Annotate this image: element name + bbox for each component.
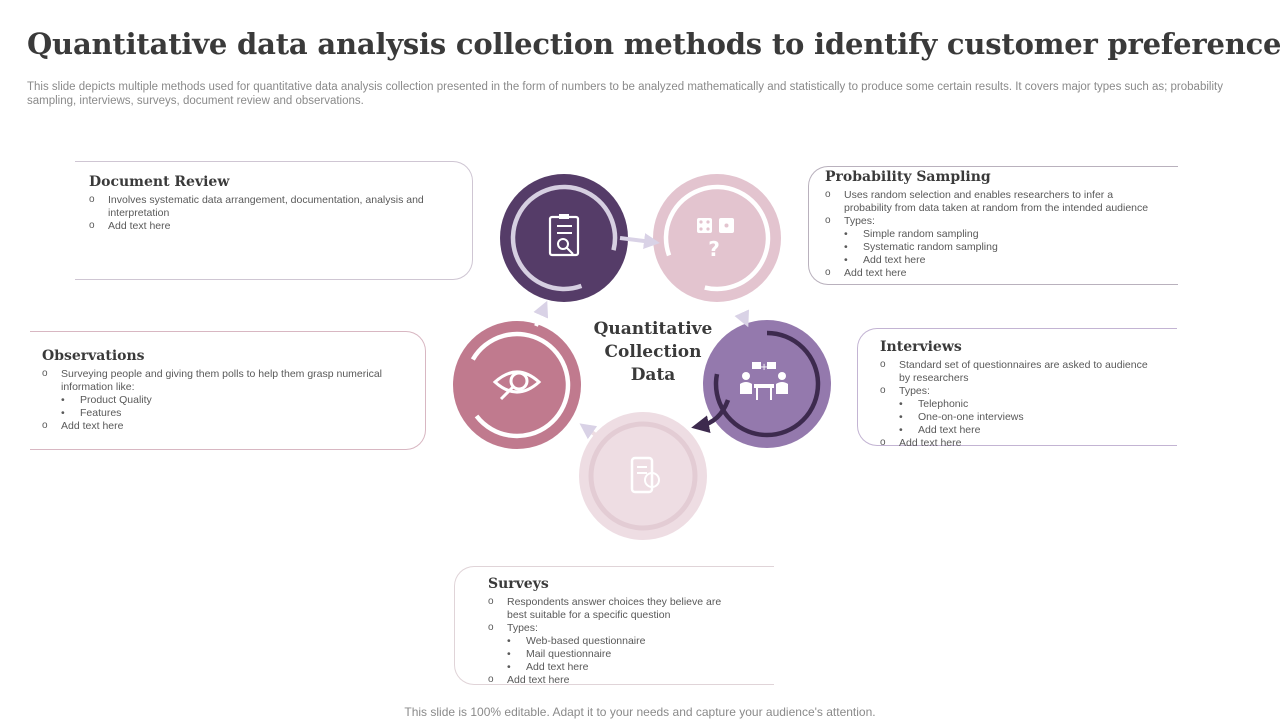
surveys-title: Surveys: [488, 576, 549, 592]
list-subitem: Mail questionnaire: [488, 648, 741, 661]
interviews-title: Interviews: [880, 339, 962, 355]
eye-search-icon: [492, 370, 542, 401]
observations-circle: [453, 321, 581, 449]
document-review-node: [500, 174, 628, 302]
observations-list: Surveying people and giving them polls t…: [42, 367, 413, 433]
surveys-circle: [579, 412, 707, 540]
list-subitem: Telephonic: [880, 398, 1155, 411]
list-subitem: Product Quality: [42, 394, 413, 407]
arrow-int-to-surv: [691, 399, 731, 434]
footer-note: This slide is 100% editable. Adapt it to…: [404, 705, 876, 719]
dice-question-icon: ?: [697, 218, 734, 261]
arrow-surv-to-obs: [579, 423, 602, 440]
clipboard-search-icon: [548, 214, 580, 257]
center-label: Quantitative Collection Data: [568, 318, 738, 387]
list-item: Add text here: [825, 266, 1162, 280]
interviews-ring: [713, 330, 821, 438]
document-review-list: Involves systematic data arrangement, do…: [89, 193, 458, 233]
document-review-card: Document Review Involves systematic data…: [75, 161, 473, 280]
center-line-2: Collection: [604, 342, 702, 362]
probability-sampling-circle: [653, 174, 781, 302]
slide-title: Quantitative data analysis collection me…: [27, 27, 1280, 61]
arrow-doc-to-prob: [619, 233, 660, 249]
center-line-1: Quantitative: [593, 319, 713, 339]
list-item: Add text here: [89, 219, 458, 233]
meeting-icon: +: [740, 362, 788, 400]
interviews-list: Standard set of questionnaires are asked…: [880, 358, 1155, 450]
list-subitem: Features: [42, 407, 413, 420]
list-item: Types:: [488, 621, 741, 635]
list-item: Involves systematic data arrangement, do…: [89, 193, 458, 220]
observations-ring: [463, 331, 571, 439]
list-subitem: Add text here: [488, 661, 741, 674]
observations-title: Observations: [42, 348, 145, 364]
list-item: Types:: [825, 214, 1162, 228]
probability-sampling-title: Probability Sampling: [825, 169, 991, 185]
list-item: Add text here: [880, 436, 1155, 450]
svg-text:+: +: [760, 362, 768, 373]
surveys-card: Surveys Respondents answer choices they …: [454, 566, 774, 687]
list-subitem: Add text here: [880, 424, 1155, 437]
surveys-node: [579, 412, 707, 540]
list-subitem: One-on-one interviews: [880, 411, 1155, 424]
list-item: Respondents answer choices they believe …: [488, 595, 741, 622]
interviews-card: Interviews Standard set of questionnaire…: [857, 328, 1177, 449]
center-line-3: Data: [630, 365, 676, 385]
interviews-node: +: [703, 320, 831, 448]
list-item: Standard set of questionnaires are asked…: [880, 358, 1155, 385]
probability-sampling-list: Uses random selection and enables resear…: [825, 188, 1162, 280]
probability-sampling-card: Probability Sampling Uses random selecti…: [808, 166, 1178, 285]
observations-card: Observations Surveying people and giving…: [30, 331, 426, 450]
cycle-diagram: ? +: [453, 174, 831, 540]
list-item: Add text here: [42, 419, 413, 433]
tablet-check-icon: [630, 456, 660, 494]
list-item: Surveying people and giving them polls t…: [42, 367, 413, 394]
document-review-circle: [500, 174, 628, 302]
slide-subtitle: This slide depicts multiple methods used…: [27, 81, 1223, 107]
observations-node: [453, 321, 581, 449]
list-item: Add text here: [488, 673, 741, 687]
arrow-prob-to-int: [734, 299, 750, 328]
list-item: Types:: [880, 384, 1155, 398]
document-review-title: Document Review: [89, 174, 230, 190]
arrow-obs-to-doc: [533, 300, 549, 327]
svg-text:?: ?: [708, 237, 720, 261]
probability-sampling-ring: [663, 184, 771, 292]
list-subitem: Simple random sampling: [825, 228, 1162, 241]
list-subitem: Add text here: [825, 254, 1162, 267]
probability-sampling-node: ?: [653, 174, 781, 302]
surveys-ring: [588, 421, 698, 531]
list-item: Uses random selection and enables resear…: [825, 188, 1162, 215]
surveys-list: Respondents answer choices they believe …: [488, 595, 741, 687]
list-subitem: Systematic random sampling: [825, 241, 1162, 254]
list-subitem: Web-based questionnaire: [488, 635, 741, 648]
